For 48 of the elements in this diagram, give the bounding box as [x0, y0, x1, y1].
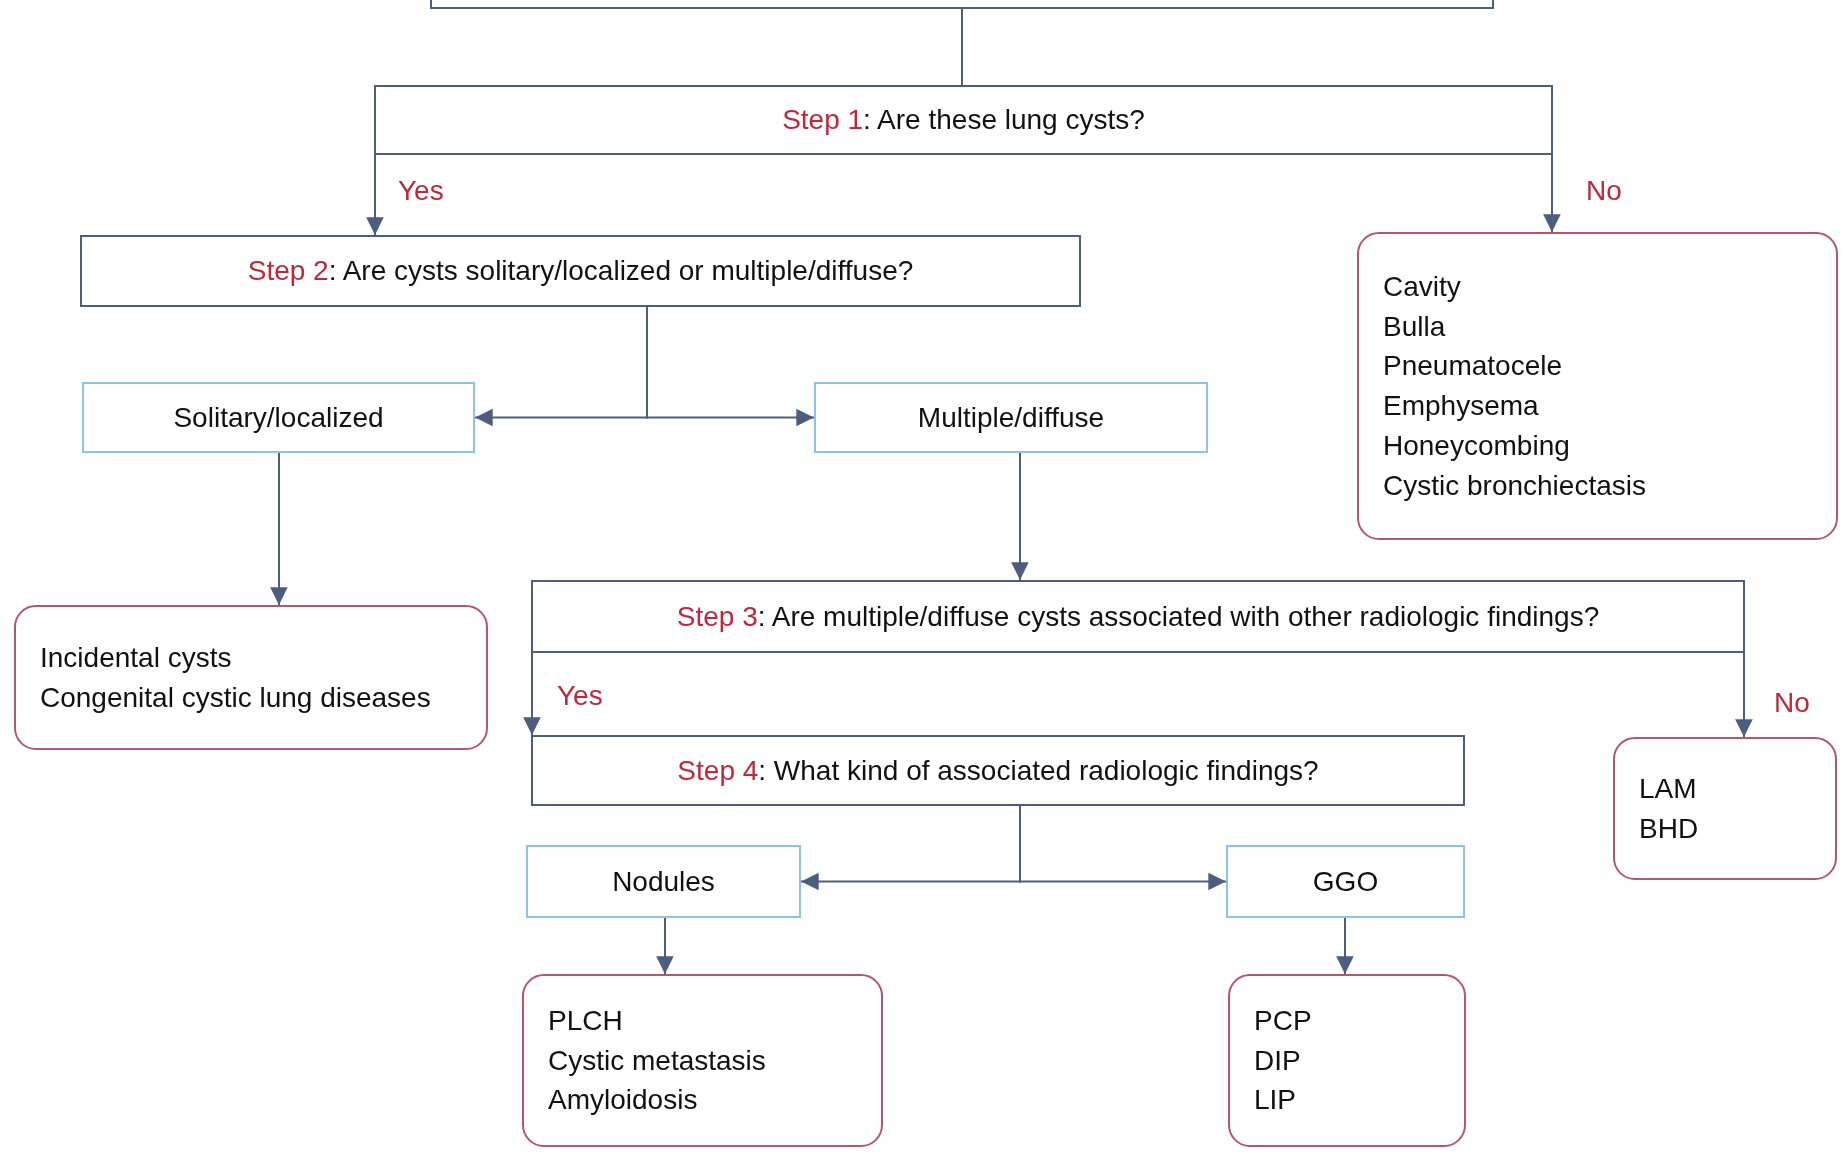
result-box	[1613, 737, 1837, 880]
result-item: PCP	[1254, 1003, 1313, 1038]
result-item: DIP	[1254, 1043, 1302, 1078]
result-item: Honeycombing	[1383, 428, 1571, 463]
arrow	[656, 917, 674, 975]
question-text: Step 3: Are multiple/diffuse cysts associated with other radiologic findings?	[676, 599, 1600, 634]
result-item: Cystic bronchiectasis	[1383, 468, 1647, 503]
connector-line	[961, 8, 963, 86]
option-box	[526, 845, 801, 918]
result-box	[1357, 232, 1838, 540]
result-box	[14, 605, 488, 750]
result-item: Bulla	[1383, 309, 1447, 344]
result-item: Cavity	[1383, 269, 1462, 304]
arrow	[1543, 154, 1561, 233]
arrow	[1336, 917, 1354, 975]
question-text: Step 2: Are cysts solitary/localized or multiple/diffuse?	[247, 254, 914, 289]
question-box	[531, 735, 1465, 806]
arrow	[1735, 652, 1753, 738]
result-item: Congenital cystic lung diseases	[40, 680, 432, 715]
question-box	[374, 85, 1553, 155]
result-item: Pneumatocele	[1383, 349, 1563, 384]
result-box	[1228, 974, 1466, 1147]
arrow	[366, 154, 384, 236]
result-item: PLCH	[548, 1003, 624, 1038]
arrow	[646, 306, 815, 427]
result-item: Emphysema	[1383, 389, 1540, 423]
question-box	[80, 235, 1081, 307]
result-box	[522, 974, 883, 1147]
option-box	[814, 382, 1208, 453]
result-item: BHD	[1639, 811, 1700, 846]
result-item: LAM	[1639, 771, 1698, 806]
arrow	[1011, 452, 1029, 581]
option-label: Solitary/localized	[173, 400, 384, 435]
option-box	[1226, 845, 1465, 918]
option-box	[82, 382, 475, 453]
option-label: Multiple/diffuse	[917, 400, 1105, 435]
option-label: GGO	[1312, 864, 1379, 899]
result-item: LIP	[1254, 1083, 1298, 1118]
result-item: Incidental cysts	[40, 640, 233, 675]
result-item: Amyloidosis	[548, 1083, 699, 1118]
result-item: Cystic metastasis	[548, 1043, 767, 1078]
arrow	[523, 652, 541, 736]
arrow	[270, 452, 288, 606]
question-box	[531, 580, 1745, 653]
question-text: Step 1: Are these lung cysts?	[782, 103, 1145, 138]
option-label: Nodules	[612, 864, 715, 899]
arrow	[1019, 805, 1227, 891]
question-text: Step 4: What kind of associated radiologic findings?	[677, 753, 1319, 788]
